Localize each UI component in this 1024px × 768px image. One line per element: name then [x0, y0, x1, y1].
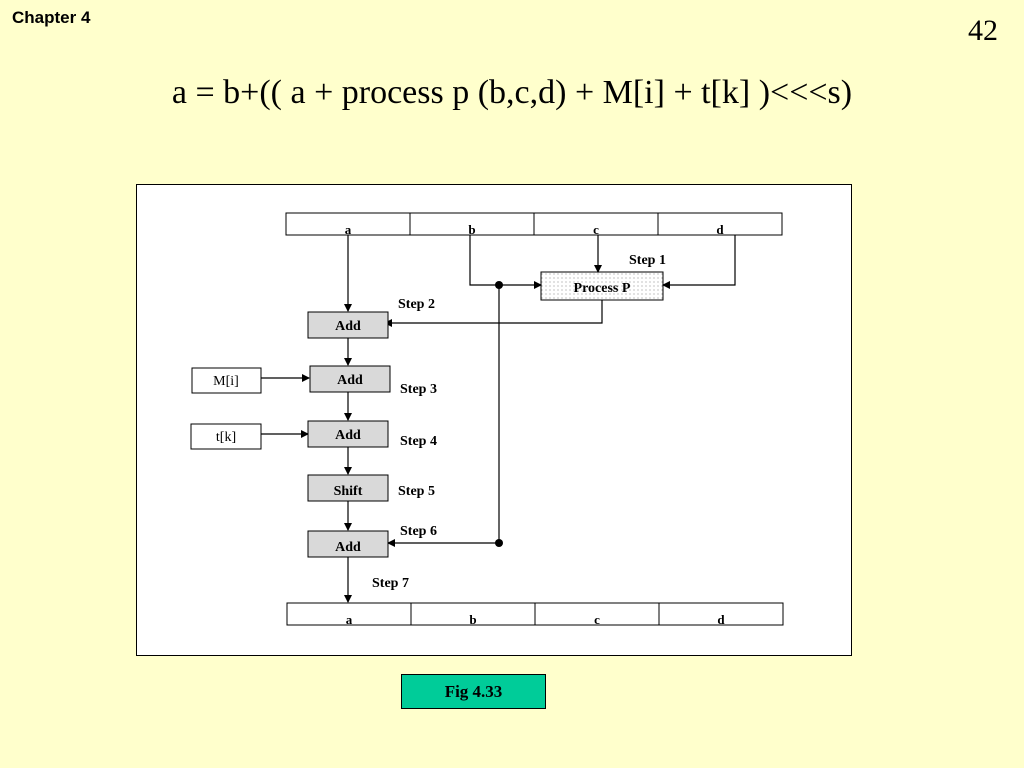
output-register-a: a: [346, 612, 353, 627]
shift-block: Shift: [307, 474, 389, 502]
step-1-label: Step 1: [629, 253, 666, 268]
output-register-c: c: [594, 612, 600, 627]
step-4-label: Step 4: [400, 434, 437, 449]
step-7-label: Step 7: [372, 576, 409, 591]
process-p-block: Process P: [540, 271, 664, 301]
add-block-step-4: Add: [307, 420, 389, 448]
process-inputs: [469, 235, 736, 289]
process-p-label: Process P: [574, 281, 631, 296]
slide-title: a = b+(( a + process p (b,c,d) + M[i] + …: [171, 74, 853, 111]
input-register-d: d: [716, 222, 724, 237]
shift-label: Shift: [334, 484, 363, 499]
add-block-step-6: Add: [307, 530, 389, 558]
input-register-c: c: [593, 222, 599, 237]
add-label: Add: [335, 428, 361, 443]
add-label: Add: [335, 319, 361, 334]
page-number: 42: [968, 14, 998, 47]
output-register-row: a b c d: [286, 602, 784, 627]
step-3-label: Step 3: [400, 382, 437, 397]
input-register-row: a b c d: [285, 212, 783, 237]
add-block-step-2: Add: [307, 311, 389, 339]
step-6-label: Step 6: [400, 524, 437, 539]
md5-round-diagram: a b c d Process P Add: [190, 212, 784, 627]
chapter-label: Chapter 4: [12, 8, 91, 27]
m-input-label: M[i]: [213, 374, 239, 389]
add-label: Add: [337, 373, 363, 388]
input-register-a: a: [345, 222, 352, 237]
step-5-label: Step 5: [398, 484, 435, 499]
process-output-line: [384, 300, 603, 327]
t-input-label: t[k]: [216, 430, 236, 445]
output-register-b: b: [469, 612, 476, 627]
m-input-block: M[i]: [191, 367, 262, 394]
add-block-step-3: Add: [309, 365, 391, 393]
input-register-b: b: [468, 222, 475, 237]
add-label: Add: [335, 540, 361, 555]
diagram-frame: a b c d Process P Add: [136, 184, 852, 656]
t-input-block: t[k]: [190, 423, 262, 450]
step-2-label: Step 2: [398, 297, 435, 312]
output-register-d: d: [717, 612, 725, 627]
figure-caption: Fig 4.33: [401, 674, 546, 709]
